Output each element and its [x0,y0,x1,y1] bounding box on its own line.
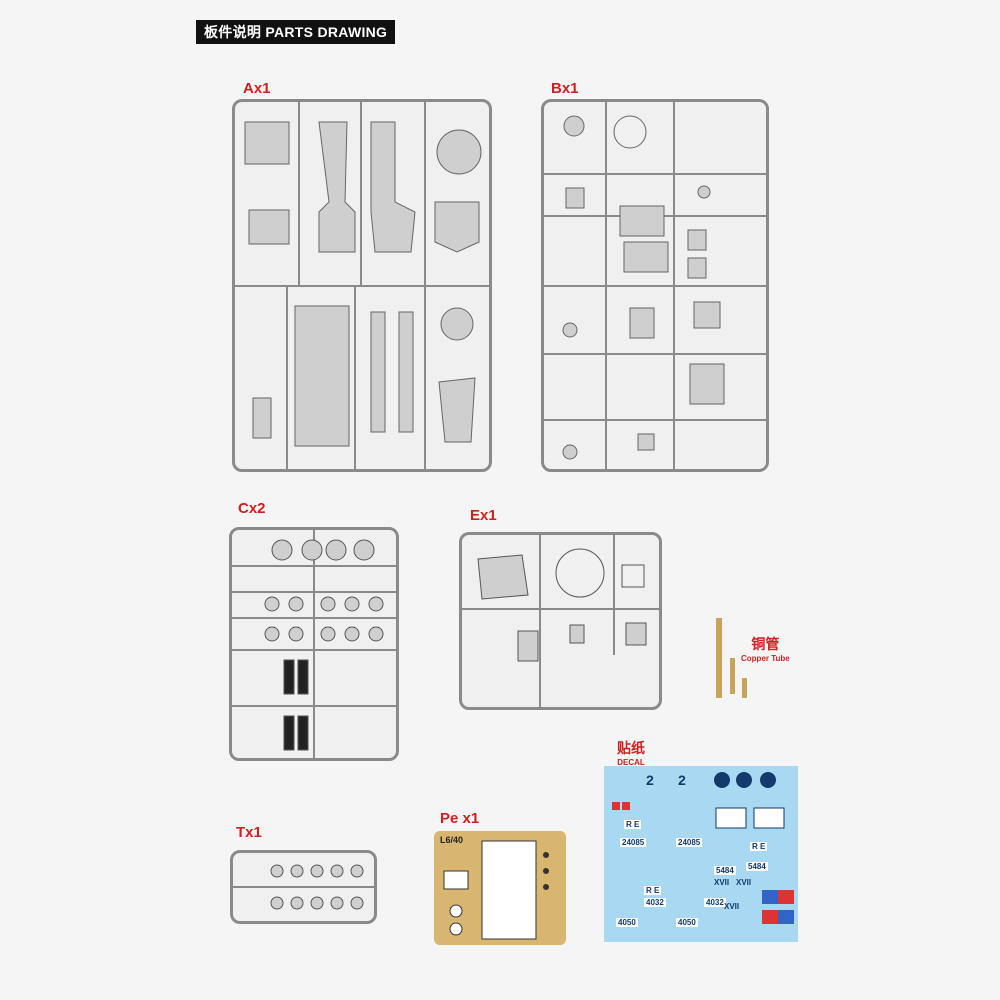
decal-number: 4032 [644,898,666,907]
decal-sheet: 2 2 24085 24085 5484 5484 4032 4032 4050… [604,766,798,942]
copper-label-en: Copper Tube [741,654,790,663]
decal-digit: 2 [646,772,654,788]
sprue-a-label: Ax1 [243,80,271,97]
decal-number: 5484 [714,866,736,875]
decal-label-en: DECAL [617,758,645,767]
sprue-t-drawing [233,864,374,910]
decal-roman: XVII [736,878,752,887]
sprue-t [230,850,377,924]
decal-label-cn: 贴纸 [617,740,645,756]
sprue-e-label: Ex1 [470,507,497,524]
sprue-c-label: Cx2 [238,500,266,517]
decal-number: 4050 [616,918,638,927]
decal-insignia: R E [644,886,662,895]
sprue-b-label: Bx1 [551,80,579,97]
sprue-e-drawing [462,535,659,707]
pe-plate-text: L6/40 [440,835,464,845]
sprue-b [541,99,769,472]
sprue-c-drawing [232,530,396,758]
decal-digit: 2 [678,772,686,788]
sprue-b-drawing [544,102,766,469]
decal-number: 4032 [704,898,726,907]
decal-number: 4050 [676,918,698,927]
copper-tubes [716,618,747,698]
decal-label: 贴纸 DECAL [617,738,645,767]
copper-tube-label: 铜管 Copper Tube [741,634,790,663]
decal-insignia: R E [750,842,768,851]
sprue-a-drawing [235,102,489,469]
copper-label-cn: 铜管 [751,636,780,652]
sprue-a [232,99,492,472]
decal-insignia: R E [624,820,642,829]
pe-label: Pe x1 [440,810,480,827]
decal-number: 24085 [620,838,647,847]
decal-number: 5484 [746,862,768,871]
photo-etch-plate [434,831,566,945]
pe-drawing [443,840,549,940]
decal-number: 24085 [676,838,703,847]
sprue-t-label: Tx1 [236,824,262,841]
sprue-e [459,532,662,710]
decal-roman: XVII [724,902,740,911]
decal-roman: XVII [714,878,730,887]
sprue-c [229,527,399,761]
page-title: 板件说明 PARTS DRAWING [196,20,396,44]
decal-shapes [612,772,794,924]
